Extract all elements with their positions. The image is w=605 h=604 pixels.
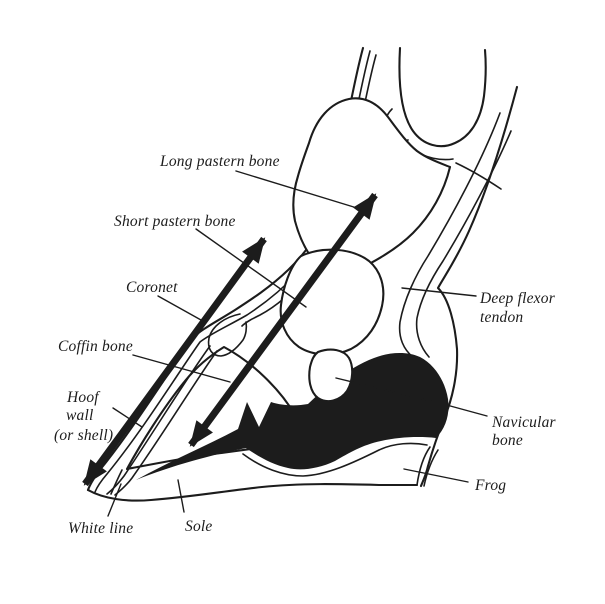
leader-navicular-bone (335, 377, 488, 417)
label-frog: Frog (474, 477, 506, 494)
frog-outline (242, 442, 428, 477)
label-navicular-bone-line2: bone (492, 432, 523, 449)
label-group-white-line: White line (68, 483, 133, 537)
heel-line-1 (416, 446, 431, 486)
label-coffin-bone: Coffin bone (58, 338, 133, 355)
sesamoid-line (455, 162, 502, 190)
label-group-coffin-bone: Coffin bone (58, 338, 231, 383)
heel-line-2 (423, 449, 439, 487)
label-group-short-pastern-bone: Short pastern bone (114, 213, 307, 308)
ground-line (86, 483, 419, 502)
label-group-frog: Frog (403, 468, 506, 494)
leader-white-line (107, 483, 122, 517)
leader-deep-flexor-tendon (401, 287, 477, 297)
label-short-pastern-bone: Short pastern bone (114, 213, 236, 230)
label-group-sole: Sole (177, 479, 213, 535)
leader-hoof-wall (112, 407, 143, 428)
long-pastern-bone-outline (292, 97, 452, 276)
leader-coffin-bone (132, 354, 231, 383)
fetlock-bone-outline (398, 46, 487, 148)
leader-short-pastern-bone (195, 228, 307, 308)
label-group-deep-flexor-tendon: Deep flexor tendon (401, 287, 556, 326)
deep-flexor-tendon-line-1 (398, 112, 501, 358)
bone-axis-arrow (188, 192, 378, 448)
leader-long-pastern-bone (235, 170, 358, 209)
label-hoof-wall-line1: Hoof (66, 389, 101, 406)
label-sole: Sole (185, 518, 213, 535)
navicular-bone-outline (308, 348, 354, 403)
label-group-navicular-bone: Navicular bone (335, 377, 557, 449)
leader-coronet (157, 295, 202, 321)
label-group-long-pastern-bone: Long pastern bone (159, 153, 358, 209)
back-leg-contour (419, 85, 519, 488)
label-hoof-wall-line2: wall (66, 407, 94, 424)
label-white-line: White line (68, 520, 133, 537)
label-coronet: Coronet (126, 279, 178, 296)
label-group-coronet: Coronet (126, 279, 202, 321)
label-long-pastern-bone: Long pastern bone (159, 153, 280, 170)
label-deep-flexor-tendon-line1: Deep flexor (479, 290, 556, 307)
label-hoof-wall-line3: (or shell) (54, 427, 113, 444)
label-navicular-bone-line1: Navicular (491, 414, 557, 431)
label-group-hoof-wall: Hoof wall (or shell) (54, 389, 143, 444)
leader-sole (177, 479, 185, 513)
label-deep-flexor-tendon-line2: tendon (480, 309, 523, 326)
leader-frog (403, 468, 469, 483)
